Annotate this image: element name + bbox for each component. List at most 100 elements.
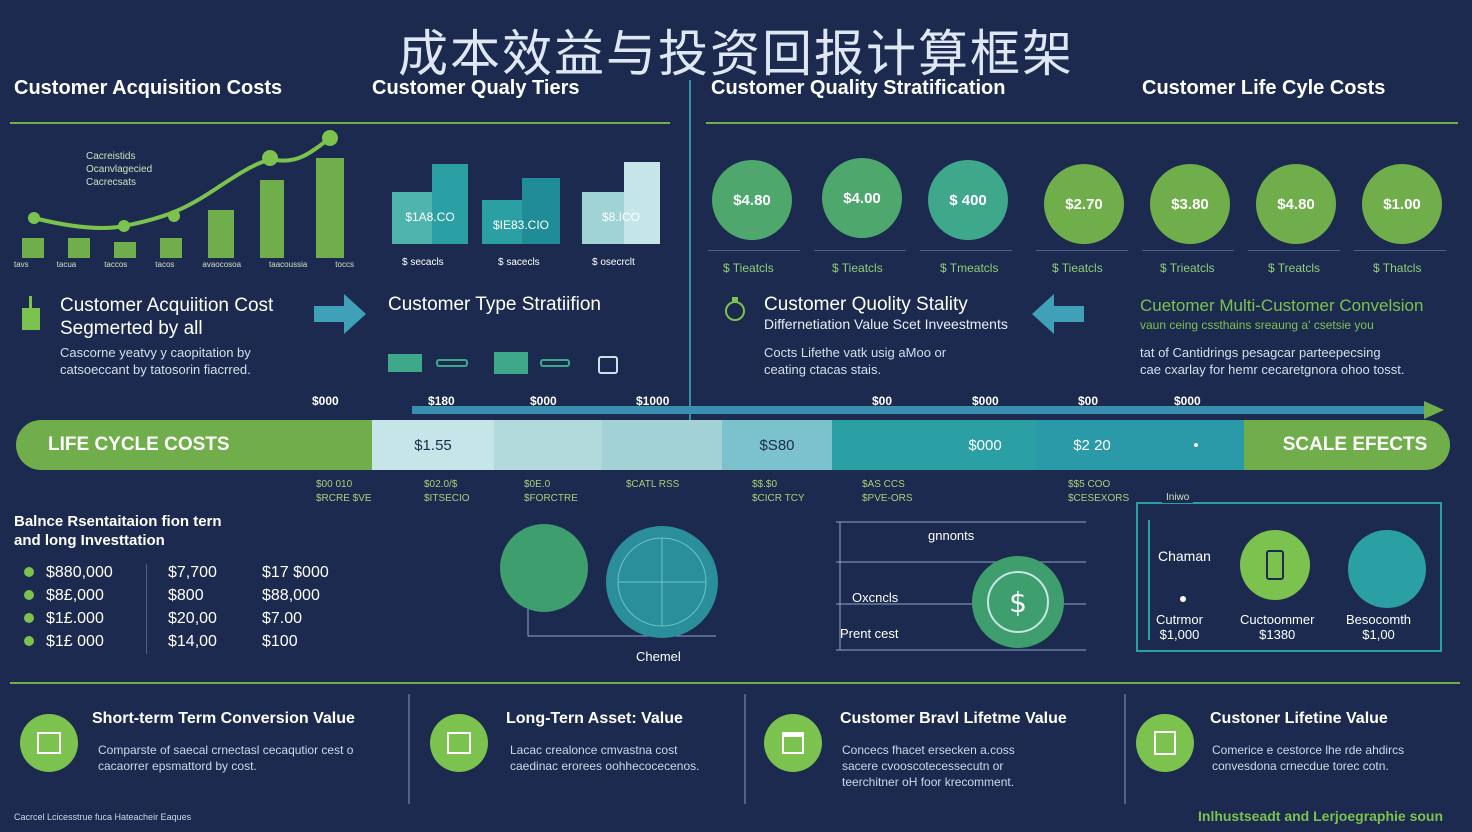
- balance-row: $8£,000: [24, 587, 104, 605]
- cash-icon: [494, 352, 528, 374]
- circle-caption: $ Tieatcls: [1052, 261, 1103, 275]
- circle-underline: [1248, 250, 1340, 251]
- page-title: 成本效益与投资回报计算框架: [398, 25, 1074, 83]
- balance-row: $1£.000: [24, 610, 104, 628]
- quality-mid-sub: Differnetiation Value Scet Inveestments: [764, 316, 1008, 332]
- acq-mid-block: Customer Acquiition Cost Segmerted by al…: [60, 294, 273, 340]
- tier-bar: [582, 192, 624, 244]
- tier-caption: $ secacls: [402, 257, 444, 268]
- acq-axis-labels: tavs tacua taccos tacos avaocosoa taacou…: [14, 260, 354, 269]
- panel-left-label: Chaman: [1158, 548, 1211, 564]
- panel-item-value: $1,00: [1362, 627, 1395, 642]
- band-segment: $2 20: [1036, 420, 1148, 470]
- cost-circle: $4.80: [1256, 164, 1336, 244]
- balance-title-line: and long Investtation: [14, 532, 165, 549]
- balance-cell: $17 $000: [262, 564, 329, 581]
- band-bottom-line: $00 010: [316, 479, 353, 490]
- acq-bar: [316, 158, 344, 258]
- card-icon: [436, 359, 468, 367]
- building-icon: [430, 714, 488, 772]
- footer-title: Customer Bravl Lifetme Value: [840, 710, 1067, 727]
- acq-axis-label: avaocosoa: [202, 260, 242, 269]
- balance-cell: $7,700: [168, 564, 217, 581]
- tier-bar: [522, 178, 560, 244]
- card-icon: [540, 359, 570, 367]
- cost-circle: $4.00: [822, 158, 902, 238]
- band-segment: •: [1148, 420, 1244, 470]
- footer-text: Comerice e cestorce lhe rde ahdircs conv…: [1212, 742, 1404, 774]
- band-top-tick: $180: [428, 394, 455, 408]
- timeline-line: [412, 406, 1432, 414]
- balance-cell: $800: [168, 587, 204, 604]
- footer-text: Lacac crealonce cmvastna cost caedinac e…: [510, 742, 699, 774]
- tier-value: $IE83.CIO: [492, 218, 550, 232]
- acq-legend-item: Cacrecsats: [86, 177, 137, 188]
- footer-line: teerchitner oH foor krecomment.: [842, 775, 1015, 789]
- band-segment: [494, 420, 602, 470]
- acq-bar: [260, 180, 284, 258]
- circle-caption: $ Tmeatcls: [940, 261, 999, 275]
- footer-line: sacere cvooscotecessecutn or: [842, 759, 1004, 773]
- acq-mid-text: catsoeccant by tatosorin fiacrred.: [60, 362, 251, 377]
- circle-caption: $ Tieatcls: [832, 261, 883, 275]
- band-bottom-line: $CATL RSS: [626, 479, 680, 490]
- band-bottom-tick: $AS CCS$PVE-ORS: [862, 478, 913, 506]
- band-top-tick: $000: [312, 394, 339, 408]
- lines-diagram: $: [836, 521, 1086, 651]
- balance-row: $1£ 000: [24, 633, 104, 651]
- acq-axis-label: taccos: [104, 260, 128, 269]
- footer-title: Long-Tern Asset: Value: [506, 710, 683, 727]
- acq-mid-desc: Cascorne yeatvy y caopitation by catsoec…: [60, 344, 251, 378]
- band-bottom-tick: $00 010$RCRE $VE: [316, 478, 372, 506]
- band-segment: $S80: [722, 420, 832, 470]
- tier-bar: [482, 200, 522, 244]
- panel-item: Cuctoommer $1380: [1240, 612, 1314, 642]
- balance-cell: $7.00: [262, 610, 303, 627]
- acq-legend: Cacreistids Ocanvlagecied Cacrecsats: [86, 150, 152, 189]
- panel-rule: [1148, 520, 1150, 640]
- tier-value: $8.ICO: [601, 210, 640, 224]
- panel-item-value: $1380: [1259, 627, 1296, 642]
- balance-divider: [146, 564, 147, 654]
- cost-circle: $1.00: [1362, 164, 1442, 244]
- band-top-tick: $000: [530, 394, 557, 408]
- band-top-tick: $000: [1174, 394, 1201, 408]
- band-segment: $1.55: [372, 420, 494, 470]
- lines-label: gnnonts: [928, 528, 975, 543]
- tier-bar: [392, 192, 432, 244]
- quality-mid-desc: Cocts Lifethe vatk usig aMoo or ceating …: [764, 344, 946, 378]
- circle-caption: $ Treatcls: [1268, 261, 1321, 275]
- band-bottom-tick: $CATL RSS: [626, 478, 679, 492]
- arrow-left-icon: [1032, 294, 1084, 334]
- band-bottom-tick: $02.0/$$ITSECIO: [424, 478, 470, 506]
- acq-bar: [208, 210, 234, 258]
- band-bottom-line: $FORCTRE: [524, 493, 578, 504]
- footer-line: Concecs fhacet ersecken a.coss: [842, 743, 1015, 757]
- acq-axis-label: tavs: [14, 260, 29, 269]
- multi-mid-title: Cuetomer Multi-Customer Convelsion: [1140, 296, 1424, 315]
- circle-underline: [1142, 250, 1234, 251]
- footer-line: convesdona crnecdue torec cotn.: [1212, 759, 1389, 773]
- bullet-icon: [24, 613, 34, 623]
- header-stratification: Customer Quality Stratification: [711, 77, 1006, 99]
- header-tiers: Customer Qualy Tiers: [372, 77, 580, 99]
- acq-bar: [68, 238, 90, 258]
- band-bottom-line: $CICR TCY: [752, 493, 805, 504]
- balance-cell: $8£,000: [46, 587, 104, 604]
- acq-bar: [22, 238, 44, 258]
- band-left-label: LIFE CYCLE COSTS: [48, 434, 230, 455]
- band-bottom-tick: $$.$0$CICR TCY: [752, 478, 805, 506]
- acq-mid-text: Cascorne yeatvy y caopitation by: [60, 345, 251, 360]
- cost-circle: $2.70: [1044, 164, 1124, 244]
- customer-panel: [1136, 502, 1442, 652]
- acq-legend-item: Ocanvlagecied: [86, 164, 153, 175]
- center-divider: [689, 80, 691, 420]
- circle-caption: $ Thatcls: [1373, 261, 1422, 275]
- acq-legend-item: Cacreistids: [86, 151, 136, 162]
- balance-cell: $20,00: [168, 610, 217, 627]
- svg-text:$: $: [1009, 586, 1027, 619]
- footer-divider: [744, 694, 746, 804]
- panel-item-name: Cutrmor: [1156, 612, 1203, 627]
- bullet-icon: [24, 636, 34, 646]
- multi-mid-text: cae cxarlay for hemr cecaretgnora ohoo t…: [1140, 362, 1405, 377]
